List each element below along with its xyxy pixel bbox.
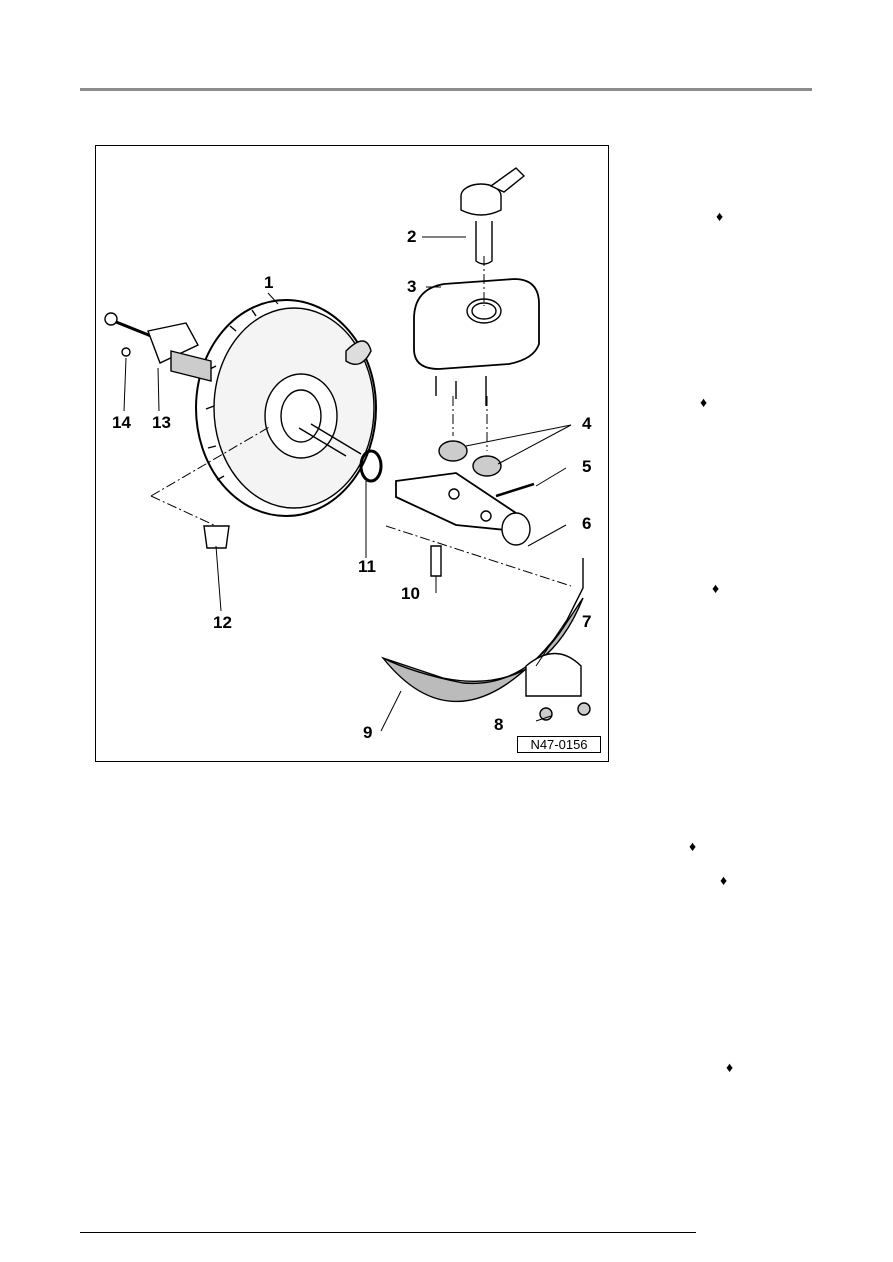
callout-3: 3 xyxy=(407,277,417,296)
bullet-marker: ♦ xyxy=(689,838,697,854)
brake-booster xyxy=(195,299,377,517)
exploded-diagram: 1 2 3 4 5 6 7 8 9 10 11 12 13 14 N47-015… xyxy=(95,145,609,762)
callout-10: 10 xyxy=(401,584,420,603)
footer-rule xyxy=(80,1232,696,1233)
callout-4: 4 xyxy=(582,414,592,433)
callout-7: 7 xyxy=(582,612,592,631)
callout-11: 11 xyxy=(358,557,376,576)
seal-ring xyxy=(359,449,383,483)
bullet-marker: ♦ xyxy=(716,208,724,224)
header-rule xyxy=(80,88,812,91)
callout-9: 9 xyxy=(363,723,373,742)
callout-8: 8 xyxy=(494,715,504,734)
bracket xyxy=(525,652,582,697)
brake-assembly-drawing xyxy=(104,167,591,732)
master-cylinder xyxy=(395,472,531,546)
callout-12: 12 xyxy=(213,613,232,632)
callout-6: 6 xyxy=(582,514,592,533)
callout-14: 14 xyxy=(112,413,131,432)
callout-13: 13 xyxy=(152,413,171,432)
callout-1: 1 xyxy=(264,273,274,292)
callout-2: 2 xyxy=(407,227,417,246)
callout-5: 5 xyxy=(582,457,592,476)
reservoir xyxy=(413,278,540,406)
bullet-marker: ♦ xyxy=(712,580,720,596)
figure-id-label: N47-0156 xyxy=(517,736,601,753)
bullet-marker: ♦ xyxy=(720,872,728,888)
bullet-marker: ♦ xyxy=(700,394,708,410)
reservoir-cap xyxy=(460,167,526,265)
push-rod xyxy=(104,312,212,382)
bullet-marker: ♦ xyxy=(726,1059,734,1075)
